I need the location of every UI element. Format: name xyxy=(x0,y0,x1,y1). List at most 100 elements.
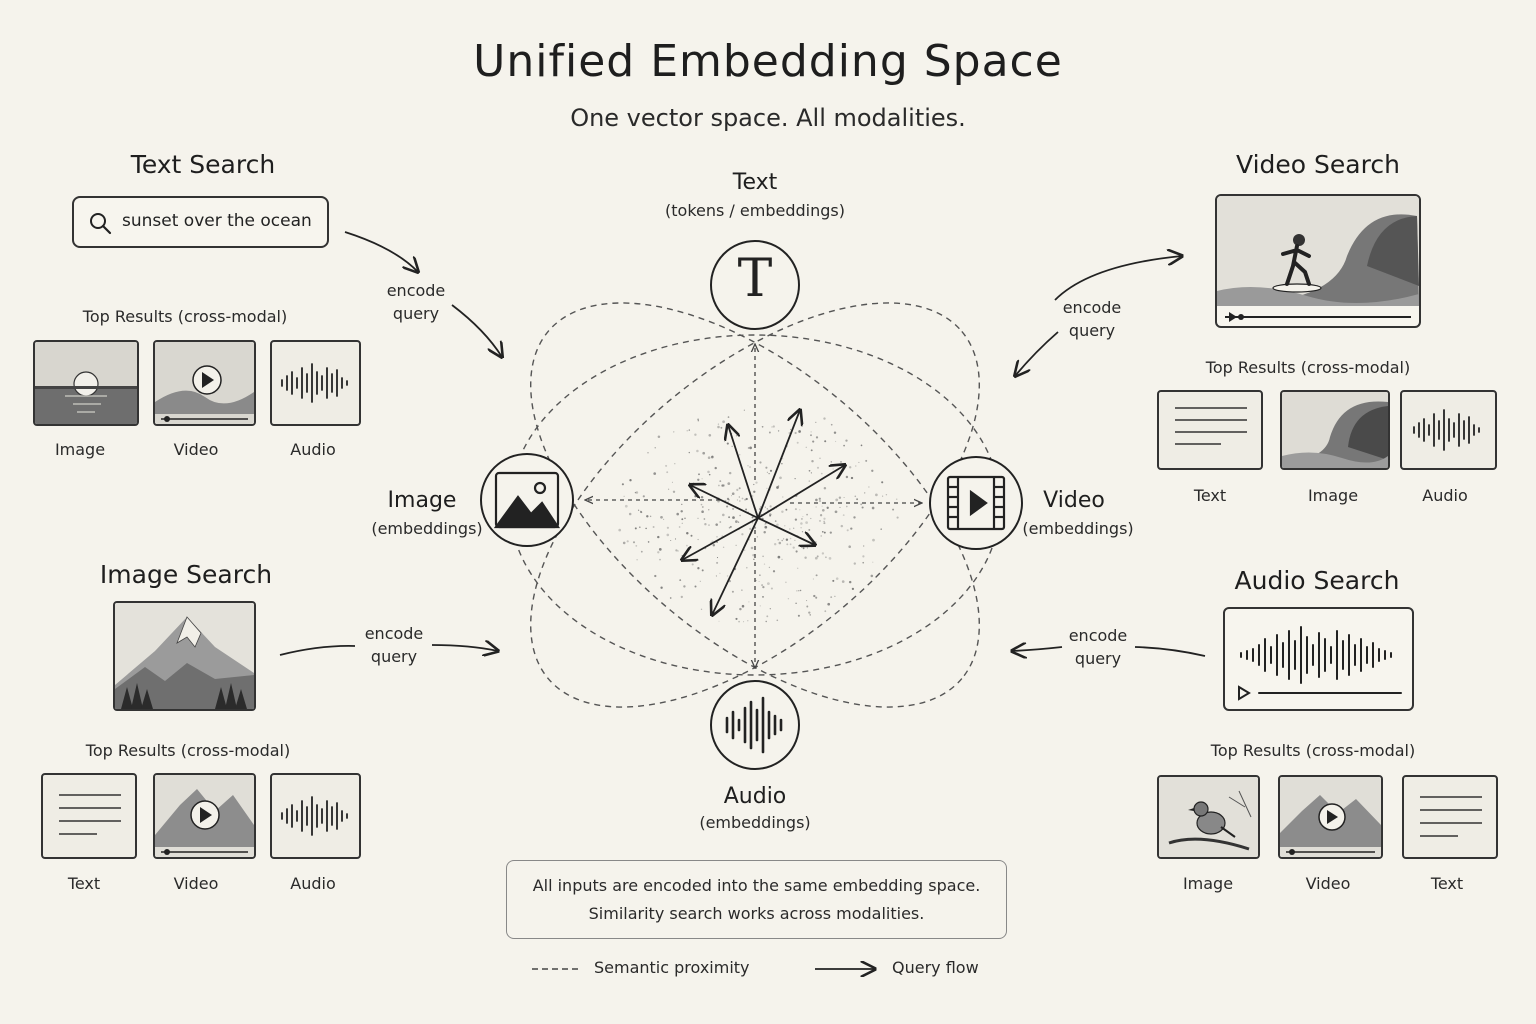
embedding-point xyxy=(875,493,878,497)
embedding-point xyxy=(826,506,829,509)
embedding-point xyxy=(787,598,790,600)
embedding-point xyxy=(744,498,747,501)
embedding-point xyxy=(770,587,773,590)
embedding-point xyxy=(635,491,639,494)
embedding-point xyxy=(686,531,689,535)
embedding-point xyxy=(832,468,834,470)
embedding-point xyxy=(777,430,780,432)
embedding-point xyxy=(819,500,821,502)
embedding-point xyxy=(765,620,767,623)
embedding-point xyxy=(674,538,677,540)
embedding-point xyxy=(823,487,827,490)
embedding-point xyxy=(731,445,733,447)
embedding-point xyxy=(821,530,824,533)
embedding-point xyxy=(779,476,782,480)
embedding-point xyxy=(794,518,798,521)
embedding-point xyxy=(624,504,628,508)
embedding-point xyxy=(881,481,884,484)
embedding-point xyxy=(860,444,863,447)
embedding-point xyxy=(708,473,711,476)
embedding-point xyxy=(701,506,704,508)
embedding-point xyxy=(746,566,748,569)
embedding-point xyxy=(751,516,754,519)
embedding-point xyxy=(885,493,888,496)
embedding-point xyxy=(696,449,699,453)
embedding-point xyxy=(809,614,811,616)
embedding-point xyxy=(815,596,818,599)
text-search-input[interactable]: sunset over the ocean xyxy=(72,196,329,248)
embedding-point xyxy=(738,500,741,502)
embedding-point xyxy=(870,574,874,578)
embedding-point xyxy=(681,554,684,557)
embedding-point xyxy=(657,435,661,439)
embedding-point xyxy=(647,541,650,543)
result-thumb-image[interactable] xyxy=(1280,390,1390,470)
embedding-point xyxy=(871,506,875,510)
text-node-sublabel: (tokens / embeddings) xyxy=(665,201,845,220)
embedding-point xyxy=(710,455,714,459)
result-thumb-audio[interactable] xyxy=(1400,390,1497,470)
embedding-point xyxy=(815,506,817,508)
embedding-point xyxy=(726,575,729,577)
embedding-point xyxy=(654,447,656,449)
embedding-point xyxy=(830,461,832,463)
result-thumb-text[interactable] xyxy=(1402,775,1498,859)
image-search-input[interactable] xyxy=(113,601,256,711)
embedding-point xyxy=(762,596,764,598)
embedding-point xyxy=(774,520,777,522)
embedding-point xyxy=(814,556,818,560)
result-thumb-text[interactable] xyxy=(41,773,137,859)
embedding-point xyxy=(749,446,752,450)
result-thumb-video[interactable] xyxy=(153,773,256,859)
result-thumb-video[interactable] xyxy=(1278,775,1383,859)
embedding-point xyxy=(716,561,719,564)
play-icon xyxy=(200,807,212,823)
embedding-point xyxy=(750,546,754,550)
video-search-input[interactable] xyxy=(1215,194,1421,328)
embedding-point xyxy=(816,466,820,469)
result-caption: Audio xyxy=(290,440,336,459)
embedding-point xyxy=(800,517,803,520)
result-thumb-audio[interactable] xyxy=(270,340,361,426)
embedding-point xyxy=(788,432,790,434)
video-icon xyxy=(946,475,1006,531)
embedding-point xyxy=(719,572,721,574)
embedding-point xyxy=(674,463,676,465)
embedding-point xyxy=(626,540,629,543)
embedding-point xyxy=(697,420,699,422)
embedding-point xyxy=(815,436,819,439)
embedding-point xyxy=(830,423,833,426)
embedding-point xyxy=(784,525,786,527)
embedding-point xyxy=(704,523,707,526)
result-thumb-video[interactable] xyxy=(153,340,256,426)
embedding-point xyxy=(671,481,673,483)
embedding-point xyxy=(842,514,845,517)
embedding-point xyxy=(738,521,740,523)
embedding-point xyxy=(802,547,805,550)
embedding-point xyxy=(830,596,833,598)
embedding-point xyxy=(728,499,730,501)
audio-node-label: Audio xyxy=(723,784,787,809)
embedding-point xyxy=(688,429,691,431)
embedding-point xyxy=(680,595,683,599)
audio-search-input[interactable] xyxy=(1223,607,1414,711)
embedding-point xyxy=(833,431,837,434)
embedding-point xyxy=(863,545,865,547)
result-thumb-image[interactable] xyxy=(1157,775,1260,859)
embedding-point xyxy=(821,552,825,555)
result-thumb-text[interactable] xyxy=(1157,390,1263,470)
embedding-point xyxy=(806,547,808,549)
embedding-point xyxy=(805,521,808,524)
embedding-point xyxy=(673,431,675,433)
embedding-point xyxy=(785,538,789,541)
embedding-point xyxy=(853,516,856,519)
result-caption: Video xyxy=(173,874,219,893)
embedding-point xyxy=(799,509,801,511)
embedding-point xyxy=(752,554,755,557)
embedding-point xyxy=(718,484,720,487)
result-caption: Text xyxy=(1193,486,1227,505)
embedding-point xyxy=(834,510,838,514)
embedding-point xyxy=(849,466,852,469)
result-thumb-audio[interactable] xyxy=(270,773,361,859)
result-thumb-image[interactable] xyxy=(33,340,139,426)
